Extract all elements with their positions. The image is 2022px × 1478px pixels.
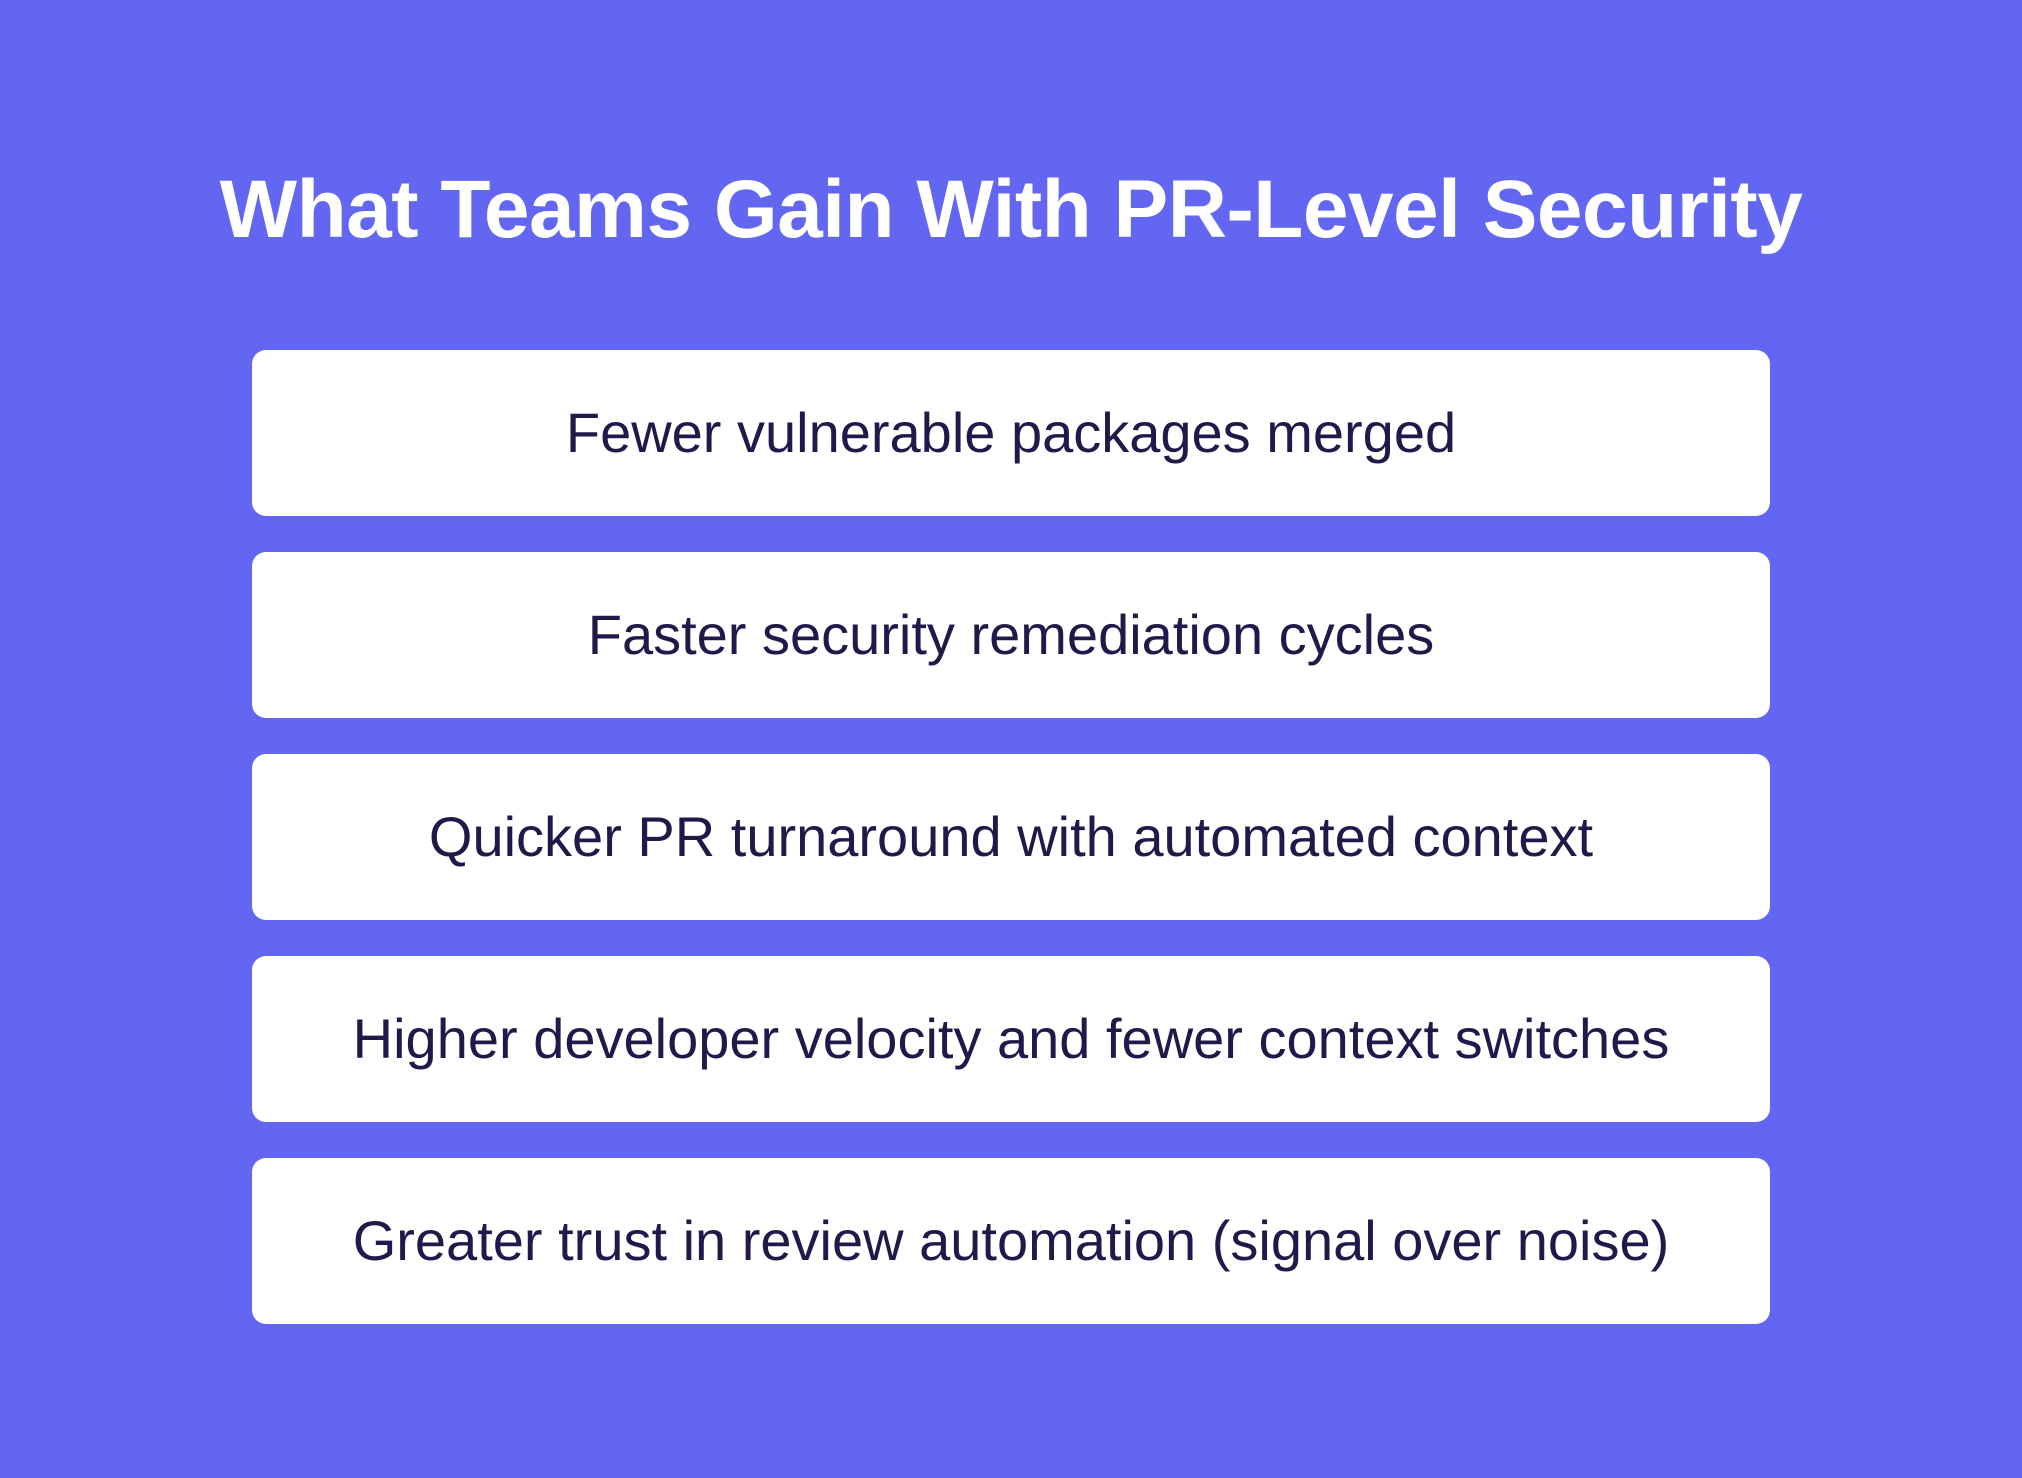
- benefit-card: Fewer vulnerable packages merged: [252, 350, 1770, 516]
- benefit-card: Faster security remediation cycles: [252, 552, 1770, 718]
- benefit-card: Quicker PR turnaround with automated con…: [252, 754, 1770, 920]
- benefit-label: Higher developer velocity and fewer cont…: [352, 1007, 1670, 1070]
- benefit-label: Faster security remediation cycles: [587, 603, 1435, 666]
- benefit-label: Greater trust in review automation (sign…: [352, 1209, 1670, 1272]
- benefit-label: Fewer vulnerable packages merged: [565, 401, 1457, 464]
- benefit-card: Higher developer velocity and fewer cont…: [252, 956, 1770, 1122]
- page-title: What Teams Gain With PR-Level Security: [219, 164, 1803, 255]
- benefit-list: Fewer vulnerable packages merged Faster …: [252, 350, 1770, 1324]
- benefit-card: Greater trust in review automation (sign…: [252, 1158, 1770, 1324]
- benefit-label: Quicker PR turnaround with automated con…: [428, 805, 1594, 868]
